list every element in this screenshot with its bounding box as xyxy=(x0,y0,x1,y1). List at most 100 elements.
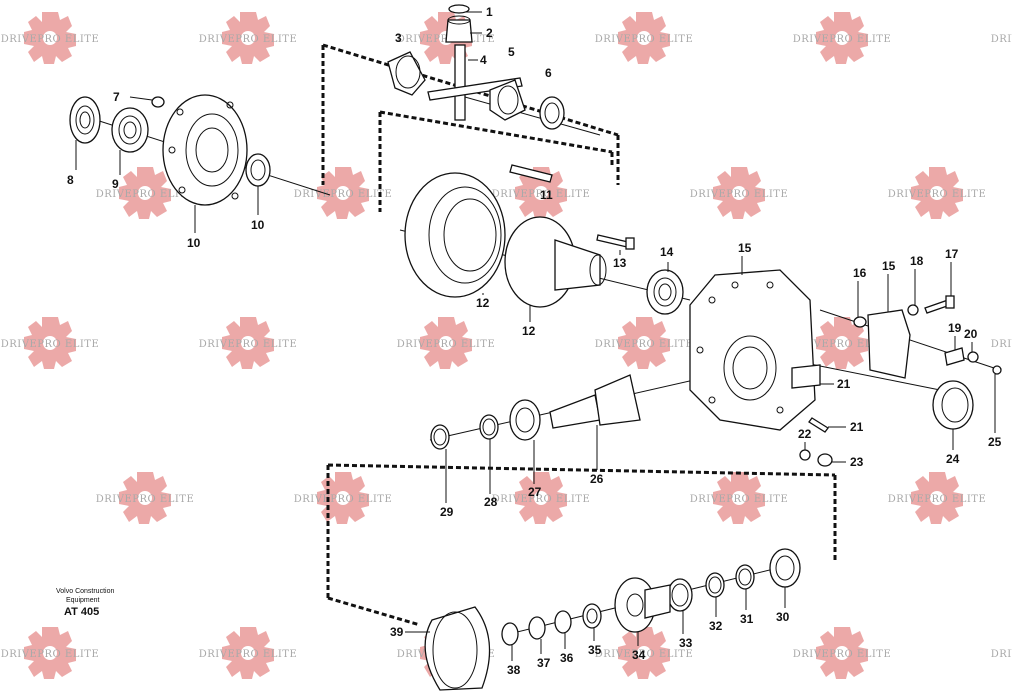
callout-5: 18 xyxy=(910,254,924,268)
callout-26: 20 xyxy=(964,327,978,341)
part-22-bearing xyxy=(69,96,101,144)
callout-12-right: 5 xyxy=(508,45,515,59)
part-15-washer-left xyxy=(245,153,271,187)
part-1-axle-housing xyxy=(689,269,816,431)
watermark-text: DRIVEPRO ELITE xyxy=(793,34,892,45)
callout-14: 1 xyxy=(486,5,493,19)
watermark-text: DRIVEPRO ELITE xyxy=(595,649,694,660)
drawing-code: AT 405 xyxy=(64,606,99,618)
watermark-text: DRIVEPRO ELITE xyxy=(199,649,298,660)
watermark-text: DRIVEPRO ELITE xyxy=(199,339,298,350)
callout-15-left: 10 xyxy=(251,218,265,232)
watermark-text: DRIVEPRO ELITE xyxy=(793,649,892,660)
callout-13: 2 xyxy=(486,26,493,40)
callout-labels: 1 2 3 4 5 6 7 8 9 10 10 11 12 12 13 14 1… xyxy=(67,5,1002,677)
callout-38: 38 xyxy=(507,663,521,677)
part-2-bracket xyxy=(867,309,911,379)
callout-8: 21 xyxy=(837,377,851,391)
callout-12-left: 3 xyxy=(395,31,402,45)
watermark-text: DRIVEPRO ELITE xyxy=(991,649,1012,660)
callout-11: 4 xyxy=(480,53,487,67)
part-29-shim xyxy=(430,424,450,450)
part-14-ring xyxy=(448,4,470,14)
callout-27: 27 xyxy=(528,485,542,499)
part-35-nut xyxy=(582,603,602,629)
part-9-bolt xyxy=(808,417,829,433)
part-37-lock-plate xyxy=(528,616,546,640)
part-16-housing xyxy=(162,94,248,206)
callout-1: 15 xyxy=(738,241,752,255)
part-34-ring xyxy=(705,572,725,598)
watermark-text: DRIVEPRO ELITE xyxy=(96,189,195,200)
callout-31: 33 xyxy=(679,636,693,650)
callout-18: 7 xyxy=(113,90,120,104)
callout-29: 29 xyxy=(440,505,454,519)
callout-6: 23 xyxy=(850,455,864,469)
part-10-pinion xyxy=(549,374,641,429)
brand-line-2: Equipment xyxy=(66,597,100,604)
part-24-plate xyxy=(944,347,965,366)
part-12-bevel-gear-right xyxy=(489,79,526,121)
brand-line-1: Volvo Construction xyxy=(56,588,114,595)
callout-leaders xyxy=(75,11,996,661)
part-23-lock-ring xyxy=(932,380,974,430)
callout-30: 30 xyxy=(776,610,790,624)
part-33-flange xyxy=(614,577,671,633)
callout-36: 36 xyxy=(560,651,574,665)
callout-7: 22 xyxy=(798,427,812,441)
part-18-nut xyxy=(151,96,165,108)
callout-10-top: 12 xyxy=(476,296,490,310)
callout-16: 10 xyxy=(187,236,201,250)
part-8-bracket xyxy=(791,364,821,389)
brand-block: Volvo Construction Equipment AT 405 xyxy=(56,588,114,618)
watermark-layer: DRIVEPRO ELITE DRIVEPRO ELITE DRIVEPRO ELI… xyxy=(1,12,1012,679)
callout-21-right: 14 xyxy=(660,245,674,259)
part-30-bearing xyxy=(769,548,801,588)
callout-37: 37 xyxy=(537,656,551,670)
watermark-text: DRIVEPRO ELITE xyxy=(595,339,694,350)
part-36-lock-plate xyxy=(554,610,572,634)
part-13-gear xyxy=(445,15,473,43)
callout-23: 24 xyxy=(946,452,960,466)
callout-21-left: 9 xyxy=(112,177,119,191)
watermark-text: DRIVEPRO ELITE xyxy=(595,34,694,45)
watermark-text: DRIVEPRO ELITE xyxy=(96,494,195,505)
callout-39: 39 xyxy=(390,625,404,639)
part-26-washer xyxy=(967,351,979,363)
part-20-bolt xyxy=(596,234,635,250)
watermark-text: DRIVEPRO ELITE xyxy=(1,34,100,45)
part-5-washer xyxy=(907,304,919,316)
part-12-bevel-gear-left xyxy=(387,51,426,96)
watermark-text: DRIVEPRO ELITE xyxy=(991,339,1012,350)
watermark-text: DRIVEPRO ELITE xyxy=(888,189,987,200)
part-10-ring-gear xyxy=(404,172,506,298)
part-3-pin xyxy=(853,316,867,328)
callout-25: 25 xyxy=(988,435,1002,449)
watermark-text: DRIVEPRO ELITE xyxy=(492,494,591,505)
callout-34: 32 xyxy=(709,619,723,633)
watermark-text: DRIVEPRO ELITE xyxy=(397,339,496,350)
watermark-text: DRIVEPRO ELITE xyxy=(690,189,789,200)
callout-20: 13 xyxy=(613,256,627,270)
watermark-text: DRIVEPRO ELITE xyxy=(991,34,1012,45)
watermark-text: DRIVEPRO ELITE xyxy=(888,494,987,505)
part-7-washer xyxy=(799,449,811,461)
callout-10-bottom: 26 xyxy=(590,472,604,486)
callout-33: 34 xyxy=(632,648,646,662)
watermark-text: DRIVEPRO ELITE xyxy=(1,339,100,350)
part-27-bearing xyxy=(509,399,541,441)
callout-9: 21 xyxy=(850,420,864,434)
callout-15-right: 6 xyxy=(545,66,552,80)
callout-32: 31 xyxy=(740,612,754,626)
watermark-text: DRIVEPRO ELITE xyxy=(793,339,892,350)
part-6-plug xyxy=(817,453,833,467)
callout-19: 12 xyxy=(522,324,536,338)
callout-35: 35 xyxy=(588,643,602,657)
watermark-text: DRIVEPRO ELITE xyxy=(294,494,393,505)
part-32-ring xyxy=(735,564,755,590)
callout-17: 11 xyxy=(540,188,553,202)
part-31-seal xyxy=(667,578,693,612)
watermark-text: DRIVEPRO ELITE xyxy=(492,189,591,200)
